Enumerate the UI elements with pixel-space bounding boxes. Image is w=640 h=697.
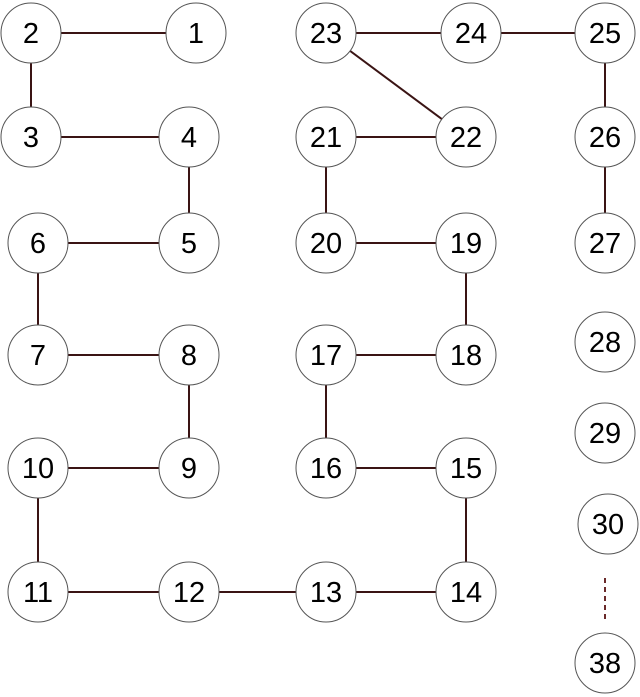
- node-circle: [158, 437, 220, 499]
- node-circle: [158, 324, 220, 386]
- node-17: 17: [295, 324, 357, 386]
- node-circle: [577, 493, 639, 555]
- node-circle: [295, 212, 357, 274]
- node-7: 7: [7, 324, 69, 386]
- node-circle: [435, 212, 497, 274]
- node-29: 29: [574, 402, 636, 464]
- node-label: 19: [450, 228, 482, 260]
- node-1: 1: [165, 2, 227, 64]
- node-circle: [440, 2, 502, 64]
- node-circle: [0, 106, 62, 168]
- node-circle: [574, 2, 636, 64]
- node-14: 14: [435, 561, 497, 623]
- node-6: 6: [7, 212, 69, 274]
- node-27: 27: [574, 212, 636, 274]
- node-label: 26: [589, 122, 621, 154]
- node-11: 11: [7, 561, 69, 623]
- node-label: 1: [188, 18, 204, 50]
- node-label: 23: [310, 18, 342, 50]
- node-circle: [7, 561, 69, 623]
- node-label: 7: [30, 340, 46, 372]
- node-label: 29: [589, 418, 621, 450]
- node-label: 28: [589, 327, 621, 359]
- node-label: 17: [310, 340, 342, 372]
- node-circle: [574, 106, 636, 168]
- node-label: 13: [310, 577, 342, 609]
- node-circle: [0, 2, 62, 64]
- node-28: 28: [574, 311, 636, 373]
- node-label: 18: [450, 340, 482, 372]
- node-circle: [435, 437, 497, 499]
- node-label: 30: [592, 509, 624, 541]
- node-circle: [574, 402, 636, 464]
- node-12: 12: [158, 561, 220, 623]
- node-5: 5: [158, 212, 220, 274]
- node-circle: [7, 212, 69, 274]
- node-label: 25: [589, 18, 621, 50]
- node-circle: [435, 324, 497, 386]
- node-13: 13: [295, 561, 357, 623]
- node-label: 27: [589, 228, 621, 260]
- node-15: 15: [435, 437, 497, 499]
- node-38: 38: [574, 632, 636, 694]
- node-label: 9: [181, 453, 197, 485]
- node-30: 30: [577, 493, 639, 555]
- node-label: 8: [181, 340, 197, 372]
- node-circle: [574, 212, 636, 274]
- node-circle: [158, 212, 220, 274]
- node-16: 16: [295, 437, 357, 499]
- node-4: 4: [158, 106, 220, 168]
- node-circle: [295, 561, 357, 623]
- node-label: 12: [173, 577, 205, 609]
- node-20: 20: [295, 212, 357, 274]
- node-label: 15: [450, 453, 482, 485]
- node-label: 38: [589, 648, 621, 680]
- node-22: 22: [435, 106, 497, 168]
- node-label: 20: [310, 228, 342, 260]
- node-circle: [295, 324, 357, 386]
- node-circle: [435, 106, 497, 168]
- node-label: 10: [22, 453, 54, 485]
- node-circle: [158, 561, 220, 623]
- node-label: 16: [310, 453, 342, 485]
- node-10: 10: [7, 437, 69, 499]
- node-label: 4: [181, 122, 197, 154]
- node-23: 23: [295, 2, 357, 64]
- node-label: 21: [310, 122, 342, 154]
- node-26: 26: [574, 106, 636, 168]
- node-label: 2: [23, 18, 39, 50]
- node-24: 24: [440, 2, 502, 64]
- node-circle: [295, 2, 357, 64]
- node-label: 5: [181, 228, 197, 260]
- node-label: 14: [450, 577, 482, 609]
- node-circle: [574, 311, 636, 373]
- node-8: 8: [158, 324, 220, 386]
- node-label: 24: [455, 18, 487, 50]
- node-18: 18: [435, 324, 497, 386]
- node-circle: [165, 2, 227, 64]
- node-25: 25: [574, 2, 636, 64]
- node-label: 22: [450, 122, 482, 154]
- node-19: 19: [435, 212, 497, 274]
- node-21: 21: [295, 106, 357, 168]
- node-circle: [7, 324, 69, 386]
- node-label: 11: [23, 577, 53, 609]
- node-label: 3: [23, 122, 39, 154]
- node-circle: [435, 561, 497, 623]
- node-circle: [574, 632, 636, 694]
- node-9: 9: [158, 437, 220, 499]
- node-circle: [295, 106, 357, 168]
- node-circle: [7, 437, 69, 499]
- node-label: 6: [30, 228, 46, 260]
- node-circle: [158, 106, 220, 168]
- node-2: 2: [0, 2, 62, 64]
- node-circle: [295, 437, 357, 499]
- node-3: 3: [0, 106, 62, 168]
